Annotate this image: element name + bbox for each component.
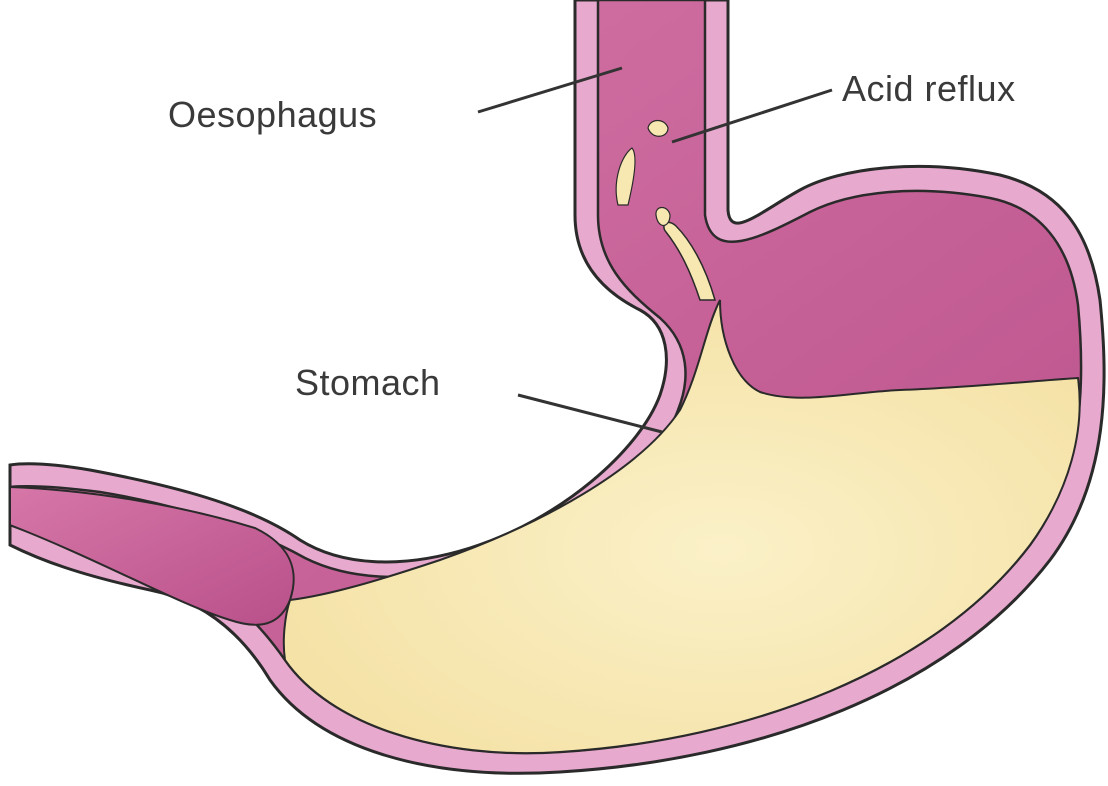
stomach-label: Stomach [295, 362, 441, 404]
reflux-drop-3 [656, 208, 670, 226]
stomach-leader-line [518, 395, 662, 432]
acid-reflux-label: Acid reflux [842, 68, 1016, 110]
oesophagus-label: Oesophagus [168, 94, 377, 136]
